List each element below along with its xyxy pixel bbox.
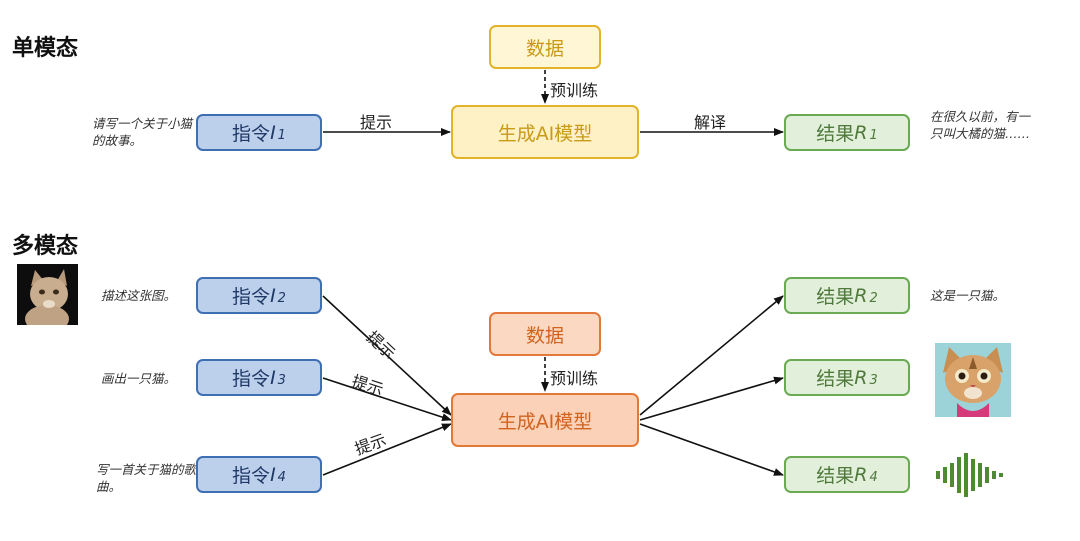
gen-model-box-single: 生成AI模型	[451, 105, 639, 159]
input-note-i4: 写一首关于猫的歌曲。	[96, 462, 197, 494]
decode-label-single: 解译	[694, 113, 727, 132]
output-arrow-r4	[639, 423, 784, 476]
input-note-i3: 画出一只猫。	[101, 371, 177, 386]
prompt-arrow-i2	[322, 295, 452, 416]
output-note-single: 在很久以前，有一只叫大橘的猫……	[930, 109, 1031, 141]
output-arrow-r2	[639, 295, 784, 416]
sound-wave-icon	[936, 453, 1003, 497]
prompt-arrow-i4	[322, 423, 452, 476]
pretrain-label-single: 预训练	[550, 81, 599, 100]
prompt-arrow-i3	[322, 377, 452, 421]
pretrain-label-multi: 预训练	[550, 369, 599, 388]
prompt-label-single: 提示	[360, 113, 393, 132]
multi-modal-title: 多模态	[12, 234, 79, 259]
cartoon-cat-image	[935, 343, 1011, 417]
output-arrow-r3	[639, 376, 784, 421]
input-note-i2: 描述这张图。	[101, 288, 177, 303]
cat-photo	[17, 264, 78, 325]
data-box-single: 数据	[489, 25, 601, 69]
data-box-multi: 数据	[489, 312, 601, 356]
output-note-r2: 这是一只猫。	[930, 288, 1006, 303]
gen-model-box-multi: 生成AI模型	[451, 393, 639, 447]
input-note-single: 请写一个关于小猫的故事。	[92, 116, 193, 148]
single-modal-title: 单模态	[12, 36, 79, 61]
